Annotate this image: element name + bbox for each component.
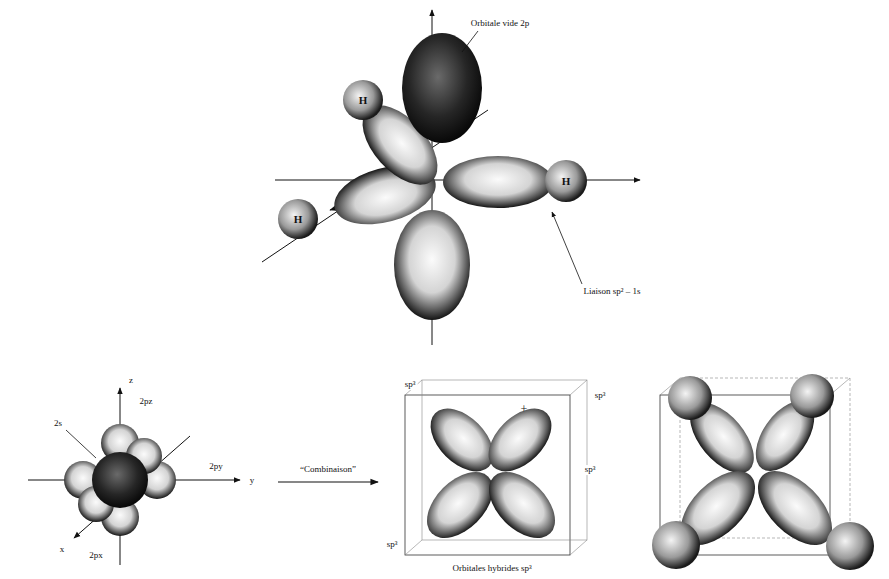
orbital-label: sp³	[403, 380, 418, 390]
atom-label: H	[357, 94, 370, 106]
orbital-label: 2py	[207, 462, 225, 472]
axis-label: x	[58, 545, 67, 555]
planar-molecule-part	[394, 210, 470, 320]
atomic-orbitals	[28, 388, 240, 565]
combination-arrow	[278, 482, 378, 483]
orbital-label: sp³	[593, 391, 608, 401]
sp3-hybrid-cube-part	[570, 380, 587, 395]
planar-molecule-part	[462, 31, 478, 52]
sp3-hybrid-cube-part	[415, 460, 506, 551]
planar-molecule-part	[552, 212, 582, 284]
axis-label: y	[248, 476, 257, 486]
sp3-hybrid-cube	[405, 380, 587, 555]
tetrahedral-molecule-part	[790, 374, 834, 418]
sp3-hybrid-cube-part	[477, 460, 568, 551]
atomic-orbitals-part	[66, 430, 96, 458]
planar-molecule-part	[343, 80, 383, 120]
callout-label: Orbitale vide 2p	[469, 19, 531, 29]
sp3-hybrid-cube-part	[405, 395, 570, 555]
atomic-orbitals-part	[92, 452, 148, 508]
orbital-label: 2px	[87, 551, 105, 561]
orbital-label: sp³	[583, 465, 598, 475]
tetrahedral-molecule-part	[826, 522, 874, 570]
orbital-label: 2s	[52, 419, 64, 429]
planar-molecule-part	[443, 156, 553, 208]
planar-molecule-part	[545, 160, 587, 202]
planar-molecule-part	[402, 33, 482, 143]
sp3-hybrid-cube-part	[477, 397, 563, 483]
sp3-hybrid-cube-part	[570, 540, 587, 555]
tetrahedral-molecule	[652, 374, 874, 570]
atom-label: H	[292, 213, 305, 225]
arrow-label: “Combinaison”	[298, 465, 358, 475]
sp3-hybrid-cube-part	[405, 540, 422, 555]
axis-label: z	[127, 376, 135, 386]
sign-label: +	[519, 403, 530, 416]
figure-caption: Orbitales hybrides sp³	[450, 564, 533, 574]
tetrahedral-molecule-part	[652, 521, 700, 569]
planar-molecule-part	[278, 199, 318, 239]
atomic-orbitals-part	[74, 436, 190, 538]
callout-label: Liaison sp² – 1s	[582, 287, 643, 297]
orbital-label: 2pz	[138, 397, 155, 407]
atom-label: H	[560, 175, 573, 187]
combination-arrow-part	[278, 481, 378, 482]
orbital-label: sp³	[385, 540, 400, 550]
tetrahedral-molecule-part	[668, 376, 712, 420]
